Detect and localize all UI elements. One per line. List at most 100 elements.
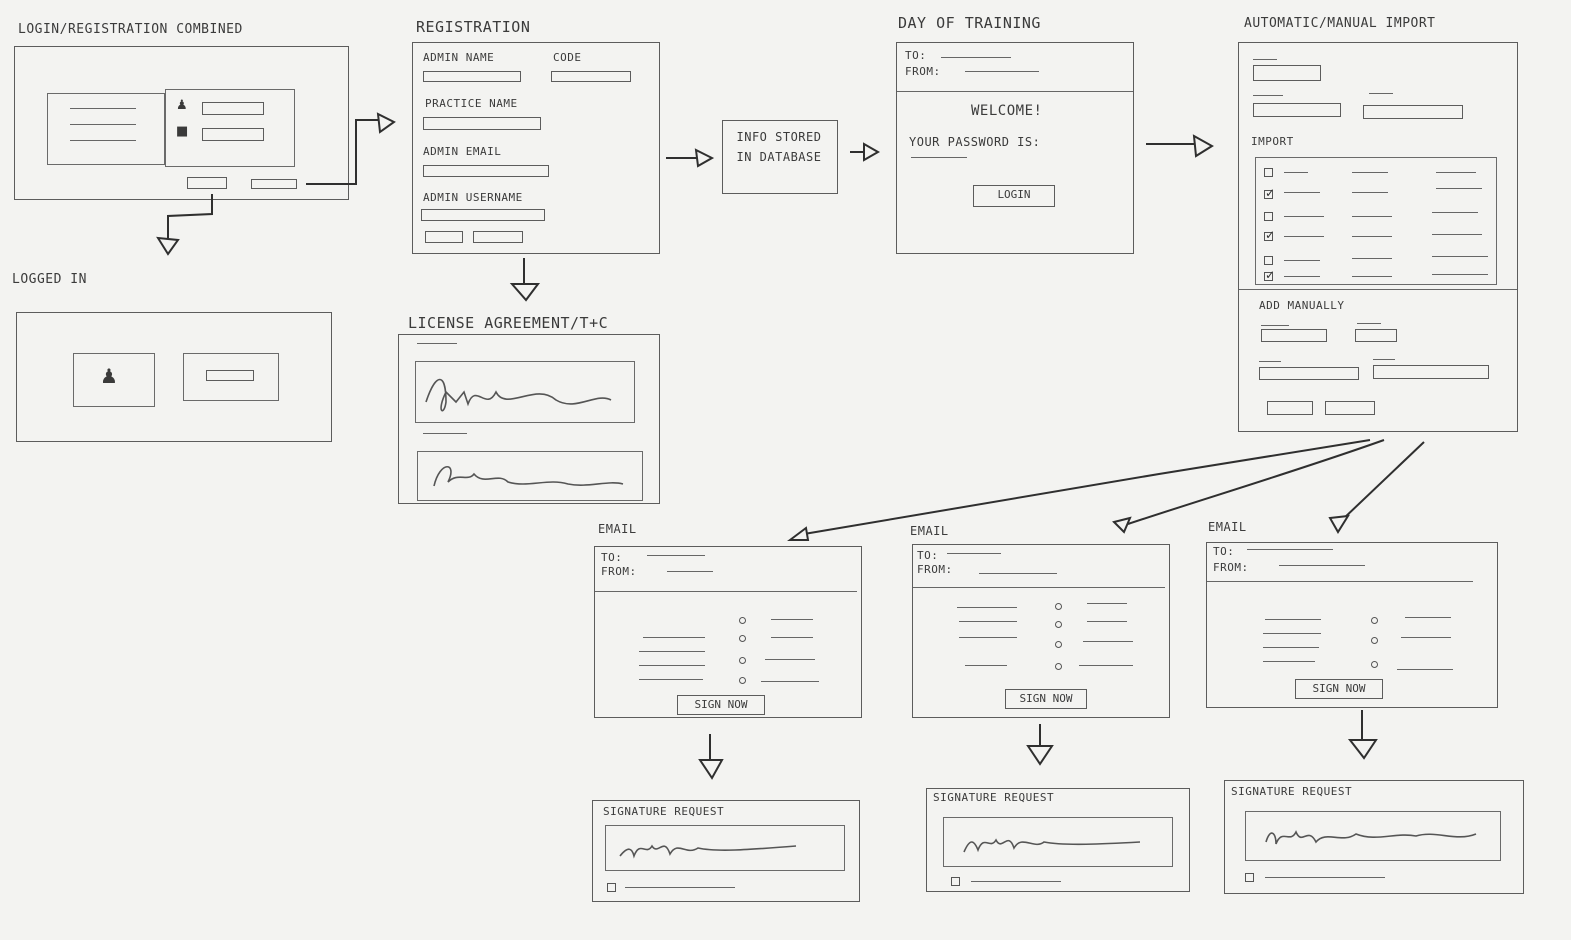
signature-scribble: [1265, 830, 1477, 845]
import-label: Import: [1251, 135, 1294, 148]
training-from-label: From:: [905, 65, 941, 78]
signature-request-2-pad[interactable]: [943, 817, 1173, 867]
import-row-line: [1284, 236, 1324, 237]
signature-request-3-checkbox[interactable]: [1245, 873, 1254, 882]
registration-submit-button[interactable]: [473, 231, 523, 243]
training-frame-title: Day of Training: [898, 14, 1041, 32]
email-3-body-line: [1263, 633, 1321, 634]
email-2-body-line: [959, 621, 1017, 622]
login-button[interactable]: [187, 177, 227, 189]
manual-field-input[interactable]: [1259, 367, 1359, 380]
username-input[interactable]: [202, 102, 264, 115]
import-row-line: [1432, 212, 1478, 213]
logged-in-button[interactable]: [206, 370, 254, 381]
license-frame-title: License Agreement/T+C: [408, 314, 609, 332]
arrow-login-to-registration: [306, 119, 384, 185]
email-1-body-line: [643, 637, 705, 638]
signature-field-2[interactable]: [417, 451, 643, 501]
email-3-detail-line: [1397, 669, 1453, 670]
database-node: Info Stored In Database: [722, 120, 838, 194]
email-2-to-line: [947, 553, 1001, 554]
database-text: Info Stored In Database: [736, 130, 822, 164]
admin-username-input[interactable]: [421, 209, 545, 221]
email-3-title: Email: [1208, 520, 1247, 534]
license-heading-line: [417, 343, 457, 344]
email-2-body-line: [957, 607, 1017, 608]
manual-field-input[interactable]: [1373, 365, 1489, 379]
signature-scribble: [433, 466, 624, 487]
import-field-input[interactable]: [1363, 105, 1463, 119]
import-row-line: [1432, 234, 1482, 235]
import-checkbox[interactable]: [1264, 190, 1273, 199]
email-2-detail-line: [1083, 641, 1133, 642]
email-1-header-divider: [595, 591, 857, 592]
import-row-line: [1436, 188, 1482, 189]
license-heading-line: [423, 433, 467, 434]
signature-field-1[interactable]: [415, 361, 635, 423]
signature-request-1-frame: Signature Request: [592, 800, 860, 902]
email-3-frame: To: From: Sign Now: [1206, 542, 1498, 708]
email-3-sign-now-button[interactable]: Sign Now: [1295, 679, 1383, 699]
import-checkbox[interactable]: [1264, 212, 1273, 221]
training-frame: To: From: Welcome! Your Password is: Log…: [896, 42, 1134, 254]
email-3-from-label: From:: [1213, 561, 1249, 574]
import-row-line: [1352, 258, 1392, 259]
email-1-sign-now-button[interactable]: Sign Now: [677, 695, 765, 715]
signature-request-3-pad[interactable]: [1245, 811, 1501, 861]
check-icon: ✓: [1265, 268, 1276, 282]
practice-name-input[interactable]: [423, 117, 541, 130]
email-2-from-line: [979, 573, 1057, 574]
signature-request-1-pad[interactable]: [605, 825, 845, 871]
manual-field-input[interactable]: [1355, 329, 1397, 342]
import-row-line: [1436, 172, 1476, 173]
register-button[interactable]: [251, 179, 297, 189]
admin-name-input[interactable]: [423, 71, 521, 82]
import-field-input[interactable]: [1253, 103, 1341, 117]
import-checkbox[interactable]: [1264, 232, 1273, 241]
add-manually-label: Add Manually: [1259, 299, 1345, 312]
training-header-divider: [897, 91, 1133, 92]
import-field-line: [1253, 59, 1277, 60]
signature-request-2-checkbox[interactable]: [951, 877, 960, 886]
manual-field-input[interactable]: [1261, 329, 1327, 342]
import-checkbox[interactable]: [1264, 168, 1273, 177]
import-checkbox[interactable]: [1264, 272, 1273, 281]
import-section-divider: [1239, 289, 1517, 290]
manual-field-line: [1259, 361, 1281, 362]
lock-icon: ■: [176, 124, 189, 139]
arrow-import-to-email-3: [1341, 441, 1425, 521]
email-2-bullet: [1055, 621, 1062, 628]
signature-request-1-title: Signature Request: [603, 805, 725, 818]
email-2-detail-line: [1087, 621, 1127, 622]
email-3-detail-line: [1405, 617, 1451, 618]
email-2-bullet: [1055, 663, 1062, 670]
code-label: Code: [553, 51, 582, 64]
password-input[interactable]: [202, 128, 264, 141]
login-info-panel: [47, 93, 165, 165]
email-3-body-line: [1263, 647, 1319, 648]
import-cancel-button[interactable]: [1267, 401, 1313, 415]
admin-email-input[interactable]: [423, 165, 549, 177]
registration-cancel-button[interactable]: [425, 231, 463, 243]
import-field-input[interactable]: [1253, 65, 1321, 81]
signature-request-1-checkbox[interactable]: [607, 883, 616, 892]
email-2-body-line: [959, 637, 1017, 638]
manual-field-line: [1373, 359, 1395, 360]
email-2-sign-now-button[interactable]: Sign Now: [1005, 689, 1087, 709]
import-submit-button[interactable]: [1325, 401, 1375, 415]
email-1-to-line: [647, 555, 705, 556]
code-input[interactable]: [551, 71, 631, 82]
admin-email-label: Admin Email: [423, 145, 502, 158]
email-3-to-line: [1247, 549, 1333, 550]
import-row-line: [1284, 216, 1324, 217]
email-1-from-line: [667, 571, 713, 572]
training-welcome: Welcome!: [971, 103, 1043, 119]
import-row-line: [1352, 216, 1392, 217]
email-1-to-label: To:: [601, 551, 623, 564]
import-checkbox[interactable]: [1264, 256, 1273, 265]
training-login-button[interactable]: Login: [973, 185, 1055, 207]
user-icon: ♟: [176, 98, 188, 113]
email-3-from-line: [1279, 565, 1365, 566]
email-1-bullet: [739, 677, 746, 684]
